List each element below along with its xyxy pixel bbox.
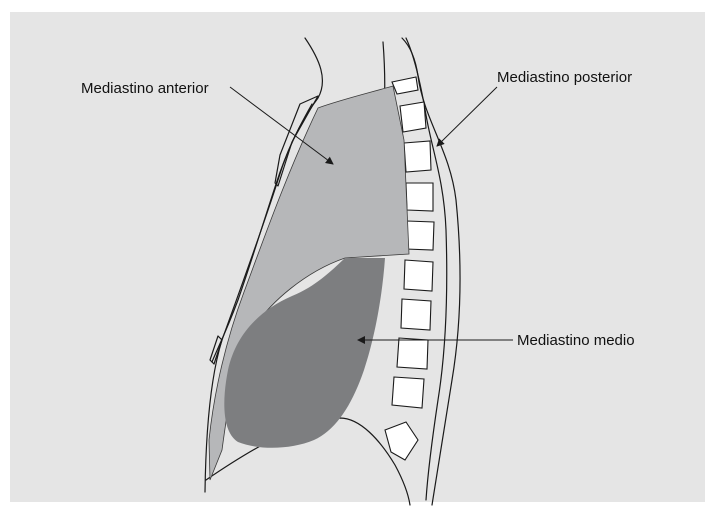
vertebra-9: [392, 377, 424, 408]
label-mediastino-medio: Mediastino medio: [517, 332, 635, 349]
vertebra-5: [406, 221, 434, 250]
vertebra-6: [404, 260, 433, 291]
vertebra-7: [401, 299, 431, 330]
vertebra-4: [406, 183, 433, 211]
vertebra-2: [400, 102, 426, 132]
vertebra-8: [397, 338, 428, 369]
label-mediastino-posterior: Mediastino posterior: [497, 69, 632, 86]
label-mediastino-anterior: Mediastino anterior: [81, 80, 209, 97]
vertebra-3: [404, 141, 431, 172]
